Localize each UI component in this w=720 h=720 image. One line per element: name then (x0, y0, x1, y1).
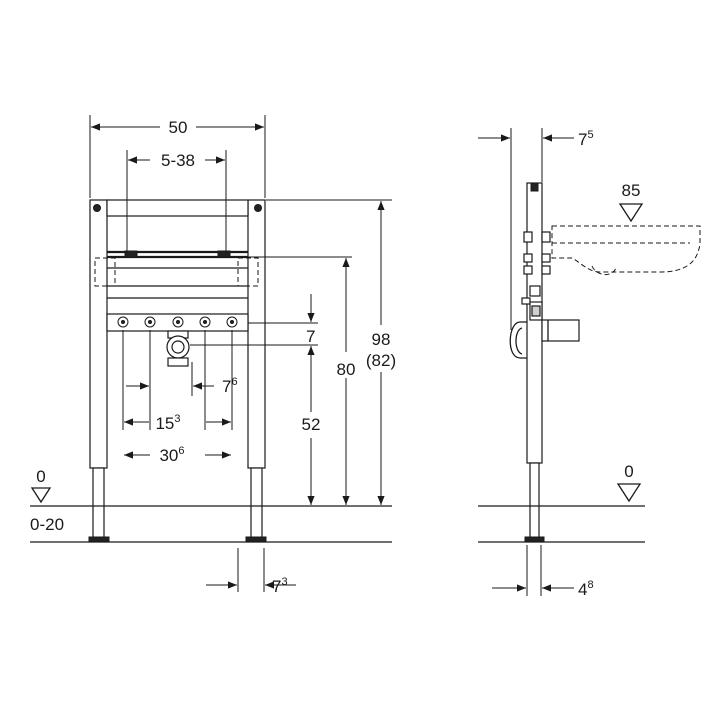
dim-52-label: 52 (302, 415, 321, 434)
dim-30-6: 306 (124, 445, 231, 465)
dim-7-3: 73 (206, 548, 296, 596)
dim-80: 80 (337, 258, 356, 505)
dim-5-38-label: 5-38 (161, 151, 195, 170)
dim-7-5-label: 75 (578, 129, 594, 149)
side-frame (509, 182, 580, 543)
dim-7-6-label: 76 (222, 376, 238, 396)
dim-7: 7 (306, 294, 315, 346)
front-floor (30, 487, 392, 543)
level-85-label: 85 (622, 181, 641, 200)
dim-50-label: 50 (169, 118, 188, 137)
dim-4-8-label: 48 (578, 579, 594, 599)
dim-52: 52 (302, 346, 321, 505)
dim-7-6: 76 (126, 330, 238, 396)
dim-width-50: 50 (89, 115, 266, 198)
mounting-holes (117, 316, 238, 328)
dim-82-label: (82) (366, 351, 396, 370)
dim-15-3: 153 (122, 330, 233, 433)
dim-98: 98 (82) (366, 201, 396, 505)
dim-4-8: 48 (492, 545, 594, 599)
dim-30-6-label: 306 (159, 445, 184, 465)
dim-7-5: 75 (478, 128, 594, 330)
dim-inner-5-38: 5-38 (126, 150, 227, 254)
drain-fitting (166, 330, 190, 367)
basin-outline (551, 225, 701, 275)
side-floor-zero-label: 0 (624, 462, 633, 481)
side-view: 0 85 75 48 (478, 128, 701, 599)
dim-7-3-label: 73 (272, 576, 288, 596)
front-view: 50 5-38 7 52 80 (30, 115, 396, 596)
dim-15-3-label: 153 (155, 413, 180, 433)
floor-range-label: 0-20 (30, 515, 64, 534)
side-floor: 0 (478, 462, 645, 543)
dim-80-label: 80 (337, 360, 356, 379)
level-85: 85 (618, 181, 644, 223)
dim-98-label: 98 (372, 330, 391, 349)
front-frame (88, 199, 267, 543)
front-floor-zero-label: 0 (36, 467, 45, 486)
dim-7-label: 7 (306, 327, 315, 346)
